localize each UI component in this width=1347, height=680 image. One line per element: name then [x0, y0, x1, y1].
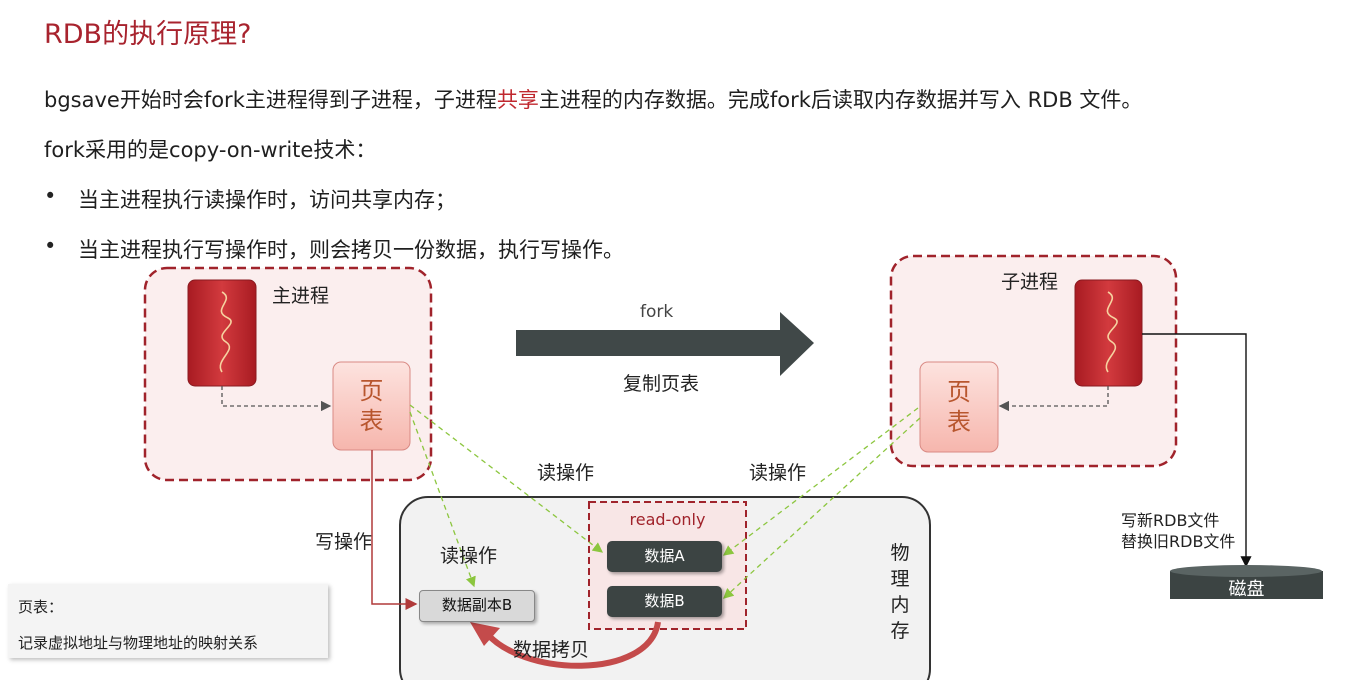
child-page-table: [919, 361, 999, 453]
main-process-thread-icon: [187, 279, 257, 387]
fork-label: fork: [640, 302, 674, 322]
intro-line-2: fork采用的是copy-on-write技术：: [44, 138, 377, 162]
bullet-item-1: 当主进程执行读操作时，访问共享内存；: [78, 188, 456, 212]
write-line: [371, 450, 418, 610]
write-rdb-line-1: 写新RDB文件: [1121, 511, 1220, 530]
page-table-char: 表: [359, 407, 384, 435]
page-table-note: 页表： 记录虚拟地址与物理地址的映射关系: [8, 584, 328, 658]
main-page-table-text: 页 表: [333, 376, 410, 436]
write-rdb-note: 写新RDB文件 替换旧RDB文件: [1121, 510, 1235, 552]
data-copy-b-box: 数据副本B: [419, 590, 535, 622]
read-line-main-to-copy-b: [409, 411, 476, 588]
write-rdb-line-2: 替换旧RDB文件: [1121, 532, 1236, 551]
physical-memory-char: 理: [890, 568, 910, 590]
data-copy-curve: [481, 621, 661, 669]
intro-line-1-part-a: bgsave开始时会fork主进程得到子进程，子进程: [44, 88, 497, 112]
bullet-dot-icon: •: [44, 234, 57, 258]
note-description: 记录虚拟地址与物理地址的映射关系: [18, 634, 259, 652]
disk-label: 磁盘: [1228, 579, 1265, 600]
physical-memory-char: 物: [890, 542, 910, 564]
intro-line-1-part-b: 主进程的内存数据。完成fork后读取内存数据并写入 RDB 文件。: [538, 88, 1143, 112]
page-table-char: 页: [359, 377, 384, 405]
child-process-label: 子进程: [1001, 271, 1059, 293]
page-table-char: 页: [947, 378, 971, 406]
read-op-label-right: 读操作: [749, 462, 807, 484]
data-copy-arrowhead-icon: [470, 622, 500, 646]
physical-memory-char: 存: [890, 620, 910, 642]
read-line-child-to-data-a: [722, 407, 919, 556]
page-table-char: 表: [947, 408, 971, 436]
intro-highlight: 共享: [496, 88, 539, 112]
bullet-dot-icon: •: [44, 184, 57, 208]
read-op-label-inner: 读操作: [440, 545, 498, 567]
note-title: 页表：: [18, 598, 64, 616]
fork-arrow: [516, 312, 814, 376]
bullet-item-2: 当主进程执行写操作时，则会拷贝一份数据，执行写操作。: [78, 238, 624, 262]
disk-top: [1170, 565, 1322, 577]
intro-line-1: bgsave开始时会fork主进程得到子进程，子进程共享主进程的内存数据。完成f…: [44, 84, 1142, 114]
data-copy-label: 数据拷贝: [513, 639, 590, 661]
thread-squiggle-icon: [219, 291, 232, 373]
read-only-label: read-only: [629, 510, 706, 529]
write-op-label: 写操作: [315, 531, 373, 553]
physical-memory-label: 物 理 内 存: [888, 540, 912, 644]
main-process-label: 主进程: [272, 285, 330, 307]
data-a-box: 数据A: [607, 541, 722, 572]
read-op-label-left: 读操作: [537, 462, 595, 484]
data-b-box: 数据B: [607, 586, 722, 617]
slide-title: RDB的执行原理?: [44, 19, 252, 50]
thread-squiggle-icon: [1105, 291, 1118, 373]
main-process-to-page-table-connector: [221, 386, 332, 412]
child-to-disk-line: [1142, 333, 1252, 568]
physical-memory-char: 内: [890, 594, 910, 616]
read-line-main-to-data-a: [409, 404, 604, 553]
child-page-table-text: 页 表: [920, 377, 998, 437]
child-process-to-page-table-connector: [998, 386, 1109, 412]
copy-page-table-label: 复制页表: [623, 373, 700, 395]
